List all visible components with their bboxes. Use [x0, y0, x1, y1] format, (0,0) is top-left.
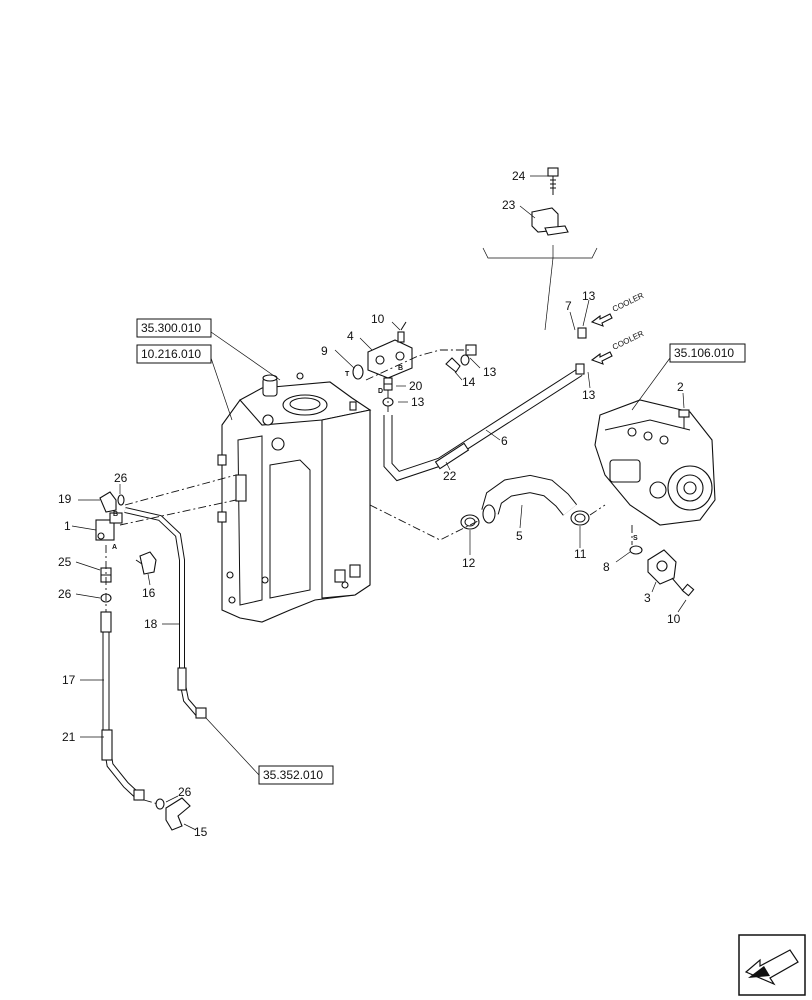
- port-letter-t: T: [345, 371, 350, 378]
- callout-6: 6: [501, 434, 508, 448]
- callout-26-c: 26: [178, 785, 192, 799]
- callout-13-d: 13: [582, 388, 596, 402]
- ref-10-216-010: 10.216.010: [141, 347, 201, 361]
- callout-23: 23: [502, 198, 516, 212]
- page-arrow-icon[interactable]: [738, 934, 806, 996]
- callout-22: 22: [443, 469, 457, 483]
- callout-11: 11: [574, 547, 587, 561]
- hose-5: [481, 474, 578, 524]
- cooler-label-upper: COOLER: [611, 291, 646, 314]
- callout-26-b: 26: [58, 587, 72, 601]
- callout-13-b: 13: [483, 365, 497, 379]
- callout-12: 12: [462, 556, 476, 570]
- tee-15: [165, 797, 191, 831]
- fitting-16: [135, 551, 157, 575]
- port-letter-b-valve: B: [398, 365, 403, 372]
- callout-18: 18: [144, 617, 158, 631]
- bolt-10-b: [671, 577, 695, 597]
- valve-1: [95, 512, 123, 541]
- callout-9: 9: [321, 344, 328, 358]
- cooler-arrow-lower: [590, 351, 613, 365]
- port-letter-b-left: B: [113, 511, 118, 518]
- cooler-label-lower: COOLER: [611, 329, 646, 352]
- tube-6: [383, 363, 585, 482]
- callout-5: 5: [516, 529, 523, 543]
- callout-20: 20: [409, 379, 423, 393]
- callout-4: 4: [347, 329, 354, 343]
- callout-17: 17: [62, 673, 76, 687]
- callout-10-b: 10: [667, 612, 681, 626]
- hose-18: [124, 507, 207, 719]
- callout-2: 2: [677, 380, 684, 394]
- cooler-arrow-upper: [590, 313, 613, 327]
- hose-clamp-12: [460, 514, 480, 530]
- ref-35-352-010: 35.352.010: [263, 768, 323, 782]
- bolt-24: [547, 167, 559, 195]
- ref-35-300-010: 35.300.010: [141, 321, 201, 335]
- elbow-14: [445, 354, 470, 373]
- callout-1: 1: [64, 519, 71, 533]
- callout-7: 7: [565, 299, 572, 313]
- elbow-19: [99, 491, 117, 513]
- o-ring-26-c: [155, 798, 165, 810]
- callout-24: 24: [512, 169, 526, 183]
- hose-clamp-11: [570, 510, 590, 526]
- fitting-20: [383, 377, 393, 391]
- hydraulic-pump: [594, 399, 716, 526]
- callout-26-a: 26: [114, 471, 128, 485]
- bolt-2: [678, 409, 690, 428]
- o-ring-9: [352, 364, 364, 380]
- callout-10-a: 10: [371, 312, 385, 326]
- callout-13-a: 13: [582, 289, 596, 303]
- port-letter-d: D: [378, 388, 383, 395]
- callout-15: 15: [194, 825, 208, 839]
- callout-19: 19: [58, 492, 72, 506]
- hydraulic-tank: [217, 372, 372, 623]
- callout-16: 16: [142, 586, 156, 600]
- callout-3: 3: [644, 591, 651, 605]
- callout-25: 25: [58, 555, 72, 569]
- callout-21: 21: [62, 730, 76, 744]
- valve-block-4: [367, 321, 413, 379]
- o-ring-26-a: [117, 494, 125, 506]
- flange-3: [647, 549, 677, 585]
- clamp-23: [531, 207, 569, 236]
- ref-35-106-010: 35.106.010: [674, 346, 734, 360]
- port-letter-a: A: [112, 544, 117, 551]
- o-ring-8: [629, 545, 643, 555]
- callout-13-c: 13: [411, 395, 425, 409]
- hose-17: [100, 611, 145, 801]
- callout-8: 8: [603, 560, 610, 574]
- tube-7: [465, 327, 587, 366]
- port-letter-s: S: [633, 535, 638, 542]
- callout-14: 14: [462, 375, 476, 389]
